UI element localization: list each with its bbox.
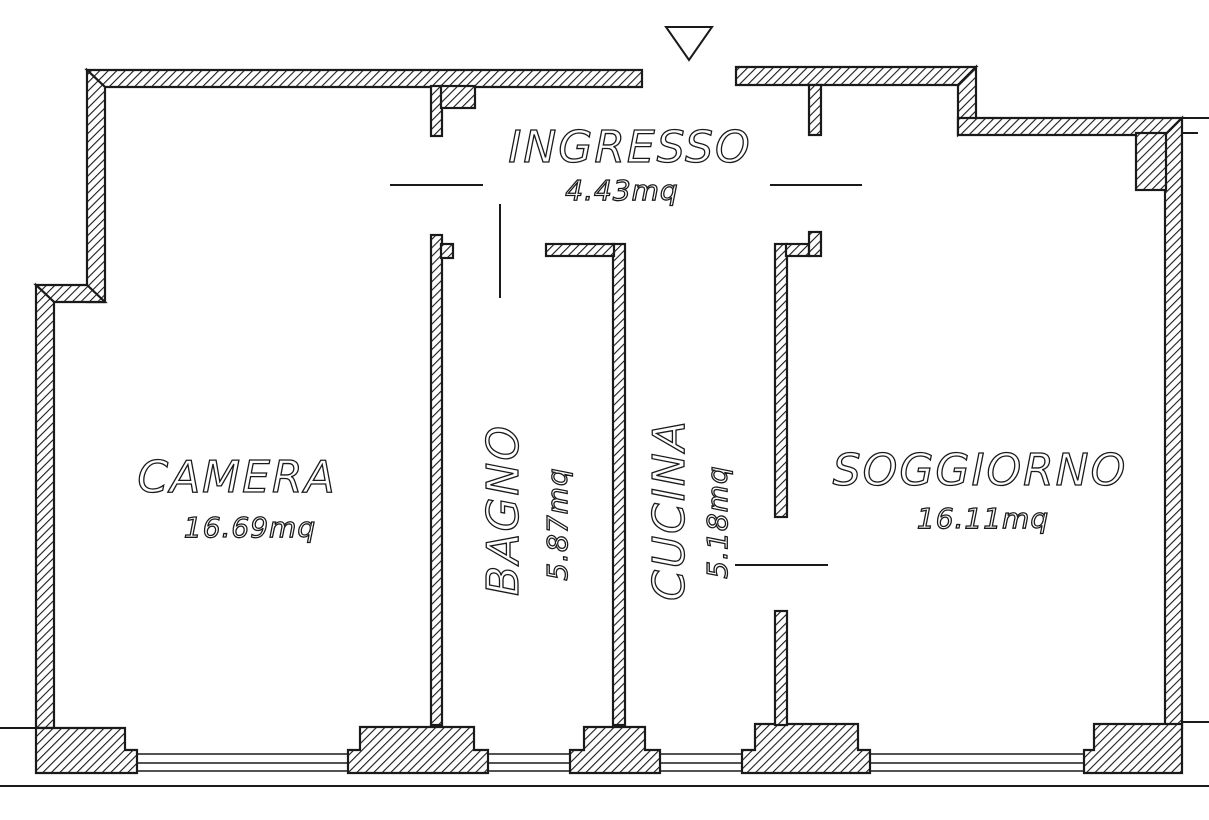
bottom-walls [34,722,1184,775]
room-area-ingresso: 4.43mq [565,174,678,207]
room-label-bagno: BAGNO [478,424,529,596]
windows [137,753,1084,772]
room-label-ingresso: INGRESSO [508,122,751,173]
room-soggiorno: SOGGIORNO 16.11mq [832,444,1127,535]
room-camera: CAMERA 16.69mq [137,451,336,544]
interior-walls [429,230,823,727]
room-cucina: CUCINA 5.18mq [643,419,734,602]
room-ingresso: INGRESSO 4.43mq [508,121,751,207]
opening-lines [0,117,1209,787]
exterior-walls [33,64,1185,730]
room-label-soggiorno: SOGGIORNO [833,445,1127,496]
room-bagno: BAGNO 5.87mq [477,423,574,596]
entrance-arrow-icon [664,26,714,62]
room-area-soggiorno: 16.11mq [917,502,1049,535]
room-area-cucina: 5.18mq [701,465,734,578]
room-label-camera: CAMERA [137,452,336,503]
room-label-cucina: CUCINA [644,419,695,601]
room-area-camera: 16.69mq [184,511,316,544]
room-area-bagno: 5.87mq [541,467,574,580]
